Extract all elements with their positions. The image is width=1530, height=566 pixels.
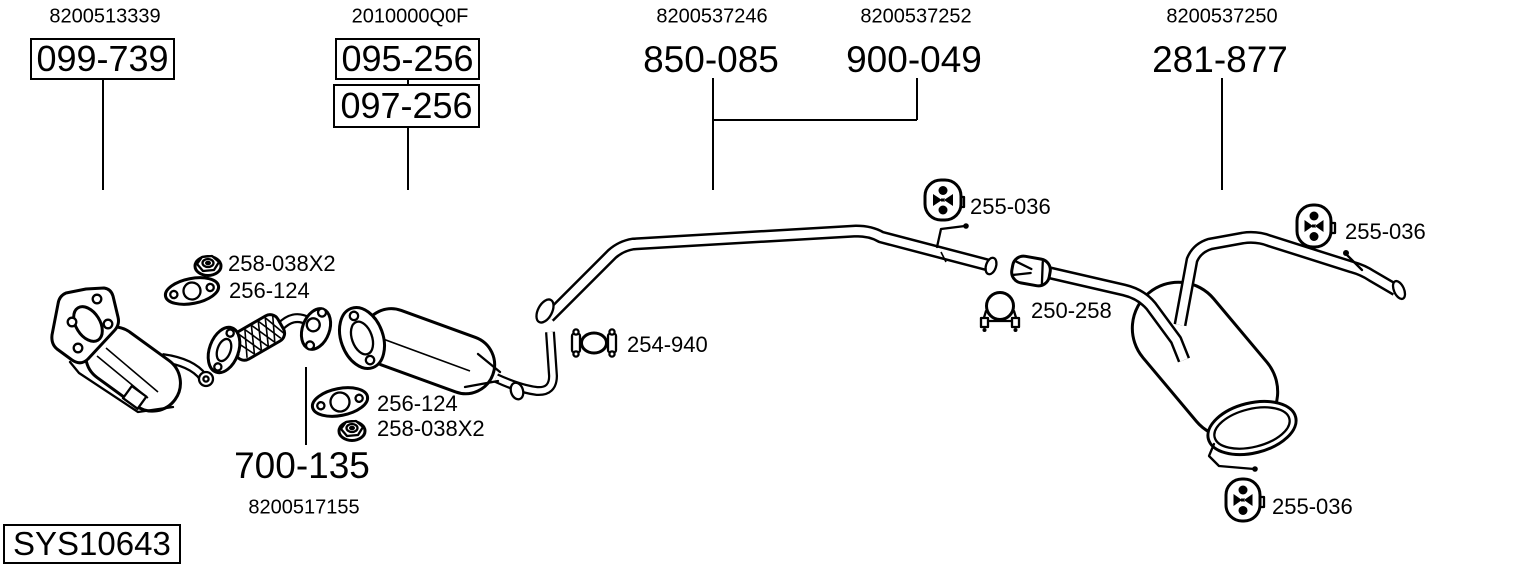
centre-silencer-drawing — [338, 306, 558, 401]
system-id-badge: SYS10643 — [3, 524, 181, 564]
oem-number-4: 8200537252 — [860, 5, 972, 28]
rear-inlet-pipe-drawing — [1010, 254, 1191, 363]
rubber-mount-icon — [923, 178, 966, 222]
gasket-icon — [310, 386, 370, 418]
hanger-ring — [509, 381, 525, 401]
rubber-mount-icon — [1224, 477, 1266, 523]
oem-number-2: 2010000Q0F — [351, 5, 469, 28]
centre-pipe-drawing — [535, 223, 998, 324]
oem-number-5: 8200537250 — [1166, 5, 1278, 28]
pipe-clamp-icon — [570, 328, 618, 358]
part-label-clamp-rear: 250-258 — [1031, 298, 1112, 323]
part-code-boxed-2b: 097-256 — [333, 84, 480, 128]
sleeve-joint — [1010, 254, 1052, 288]
part-label-gasket-front: 256-124 — [229, 278, 310, 303]
part-code-boxed-2a: 095-256 — [335, 38, 480, 80]
part-label-clamp-centre: 254-940 — [627, 332, 708, 357]
gasket-icon — [163, 276, 221, 306]
part-code-5: 281-877 — [1152, 39, 1288, 80]
inlet-flange — [338, 306, 386, 370]
part-code-4: 900-049 — [846, 39, 982, 80]
oem-number-centre-silencer: 8200517155 — [248, 496, 360, 519]
rubber-mount-icon — [1295, 203, 1337, 249]
part-code-boxed-1: 099-739 — [30, 38, 175, 80]
part-label-mount-rear-silencer: 255-036 — [1272, 494, 1353, 519]
flex-rear-flange — [299, 307, 333, 351]
oem-number-1: 8200513339 — [49, 5, 161, 28]
part-code-3: 850-085 — [643, 39, 779, 80]
pipe-flare-end — [535, 298, 555, 324]
part-label-mount-centre-pipe: 255-036 — [970, 194, 1051, 219]
flange-nut-icon — [337, 419, 367, 442]
hanger-pin — [1207, 442, 1256, 471]
part-code-centre-silencer: 700-135 — [234, 445, 370, 486]
part-label-flange-nut-front: 258-038X2 — [228, 251, 336, 276]
tailpipe-tip — [1391, 279, 1407, 301]
part-label-flange-nut-silencer: 258-038X2 — [377, 416, 485, 441]
tailpipe-drawing — [1173, 230, 1407, 472]
heat-shield — [68, 360, 175, 414]
part-label-mount-tailpipe: 255-036 — [1345, 219, 1426, 244]
manifold-flange — [50, 286, 120, 365]
mount-bracket — [121, 384, 148, 410]
pipe-clamp-icon — [979, 291, 1021, 332]
oem-number-3: 8200537246 — [656, 5, 768, 28]
catalytic-converter-drawing — [50, 286, 215, 414]
flex-front-flange — [206, 325, 242, 375]
hanger-pin — [935, 224, 967, 249]
leader-lines — [102, 78, 1223, 445]
pipe-open-end — [984, 256, 998, 276]
hanger-leader — [1344, 252, 1364, 272]
flange-nut-icon — [193, 254, 223, 277]
part-label-gasket-silencer: 256-124 — [377, 391, 458, 416]
flex-pipe-drawing — [206, 307, 333, 375]
